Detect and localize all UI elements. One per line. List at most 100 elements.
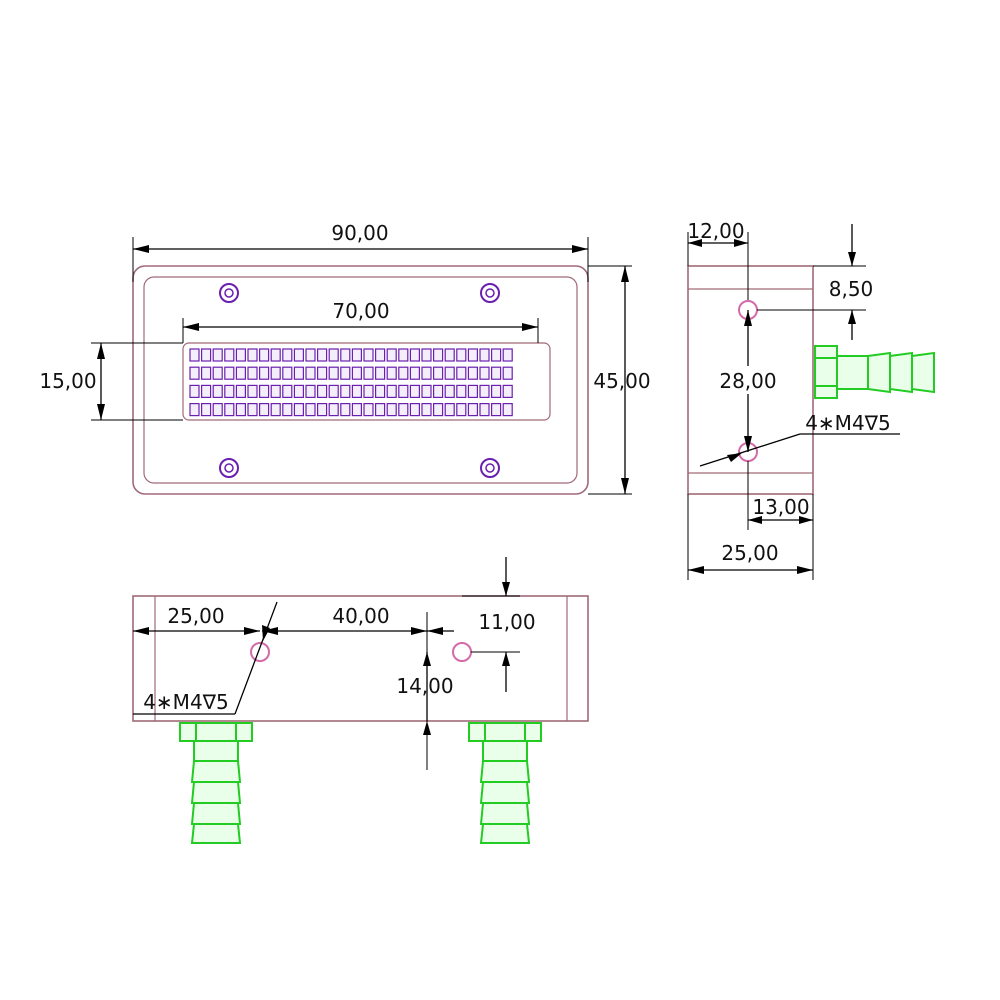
led-cell bbox=[305, 366, 316, 380]
led-cell bbox=[224, 366, 235, 380]
led-cell bbox=[351, 366, 362, 380]
led-cell bbox=[409, 348, 420, 362]
dimension-side-hole-top: 8,50 bbox=[757, 224, 873, 340]
led-cell bbox=[433, 366, 444, 380]
bottom-hose-barb-left bbox=[179, 722, 253, 844]
led-cell bbox=[433, 403, 444, 417]
led-cell bbox=[433, 384, 444, 398]
led-cell bbox=[421, 366, 432, 380]
led-cell bbox=[235, 403, 246, 417]
led-cell bbox=[421, 348, 432, 362]
led-cell bbox=[317, 403, 328, 417]
led-cell bbox=[224, 348, 235, 362]
mounting-hole-top-left bbox=[219, 283, 239, 303]
led-cell bbox=[398, 348, 409, 362]
bottom-hole-spacing-label: 40,00 bbox=[332, 604, 389, 628]
led-cell bbox=[293, 403, 304, 417]
led-cell bbox=[328, 384, 339, 398]
side-view: 12,00 8,50 28,00 4∗M4∇5 bbox=[687, 219, 935, 580]
led-cell bbox=[409, 366, 420, 380]
led-cell bbox=[235, 384, 246, 398]
led-cell bbox=[282, 348, 293, 362]
side-body-outline bbox=[687, 265, 814, 495]
dimension-bottom-hole-spacing: 40,00 bbox=[262, 604, 454, 770]
side-top-offset-label: 12,00 bbox=[687, 219, 744, 243]
mounting-hole-bottom-left bbox=[219, 458, 239, 478]
led-cell bbox=[259, 348, 270, 362]
led-cell bbox=[270, 348, 281, 362]
led-cell bbox=[351, 384, 362, 398]
led-cell bbox=[235, 366, 246, 380]
side-fitting-offset-label: 13,00 bbox=[752, 495, 809, 519]
led-cell bbox=[235, 348, 246, 362]
led-cell bbox=[502, 384, 513, 398]
led-cell bbox=[491, 348, 502, 362]
dimension-width: 90,00 bbox=[132, 221, 589, 282]
dimension-led-length: 70,00 bbox=[182, 299, 539, 343]
led-cell bbox=[201, 348, 212, 362]
led-cell bbox=[444, 366, 455, 380]
led-cell bbox=[317, 348, 328, 362]
led-cell bbox=[456, 366, 467, 380]
led-cell bbox=[189, 366, 200, 380]
led-cell bbox=[189, 384, 200, 398]
led-cell bbox=[317, 366, 328, 380]
led-cell bbox=[212, 366, 223, 380]
led-cell bbox=[363, 366, 374, 380]
led-cell bbox=[386, 403, 397, 417]
led-cell bbox=[305, 348, 316, 362]
led-cell bbox=[456, 384, 467, 398]
led-cell bbox=[328, 348, 339, 362]
bottom-tapped-hole-right bbox=[452, 642, 472, 662]
front-housing-inner-outline bbox=[143, 276, 578, 484]
led-cell bbox=[386, 384, 397, 398]
led-cell bbox=[467, 403, 478, 417]
led-cell bbox=[282, 366, 293, 380]
led-cell bbox=[270, 403, 281, 417]
led-cell bbox=[351, 403, 362, 417]
dimension-side-hole-spacing: 28,00 bbox=[716, 310, 780, 452]
led-cell bbox=[328, 366, 339, 380]
dimension-side-fitting-offset: 13,00 bbox=[747, 461, 814, 530]
side-thread-callout: 4∗M4∇5 bbox=[699, 411, 900, 467]
led-cell bbox=[247, 403, 258, 417]
led-cell bbox=[305, 384, 316, 398]
led-cell bbox=[340, 403, 351, 417]
led-cell bbox=[444, 403, 455, 417]
bottom-fitting-offset-label: 14,00 bbox=[396, 674, 453, 698]
dimension-led-height: 15,00 bbox=[39, 342, 183, 421]
led-cell bbox=[386, 366, 397, 380]
led-cell bbox=[259, 384, 270, 398]
led-cell bbox=[502, 366, 513, 380]
led-cell bbox=[502, 348, 513, 362]
led-cell bbox=[270, 384, 281, 398]
led-cell bbox=[491, 366, 502, 380]
bottom-view: 25,00 40,00 11,00 14,00 bbox=[132, 557, 589, 844]
bottom-hole-top-label: 11,00 bbox=[478, 610, 535, 634]
led-cell bbox=[328, 403, 339, 417]
led-cell bbox=[293, 348, 304, 362]
led-cell bbox=[293, 366, 304, 380]
side-hose-barb-fitting bbox=[814, 345, 935, 399]
led-cell bbox=[456, 403, 467, 417]
height-dimension-label: 45,00 bbox=[593, 369, 650, 393]
led-cell bbox=[293, 384, 304, 398]
led-cell bbox=[363, 403, 374, 417]
led-cell bbox=[340, 384, 351, 398]
led-array bbox=[189, 348, 513, 417]
led-cell bbox=[351, 348, 362, 362]
led-cell bbox=[201, 366, 212, 380]
bottom-thread-callout: 4∗M4∇5 bbox=[133, 601, 278, 715]
led-cell bbox=[467, 384, 478, 398]
led-cell bbox=[375, 348, 386, 362]
bottom-tapped-hole-left bbox=[250, 642, 270, 662]
led-cell bbox=[479, 348, 490, 362]
led-cell bbox=[247, 348, 258, 362]
led-cell bbox=[398, 366, 409, 380]
led-cell bbox=[340, 366, 351, 380]
front-view: 90,00 70,00 15,00 45,00 bbox=[39, 221, 651, 495]
led-cell bbox=[479, 384, 490, 398]
led-cell bbox=[491, 403, 502, 417]
led-cell bbox=[375, 403, 386, 417]
led-cell bbox=[282, 403, 293, 417]
